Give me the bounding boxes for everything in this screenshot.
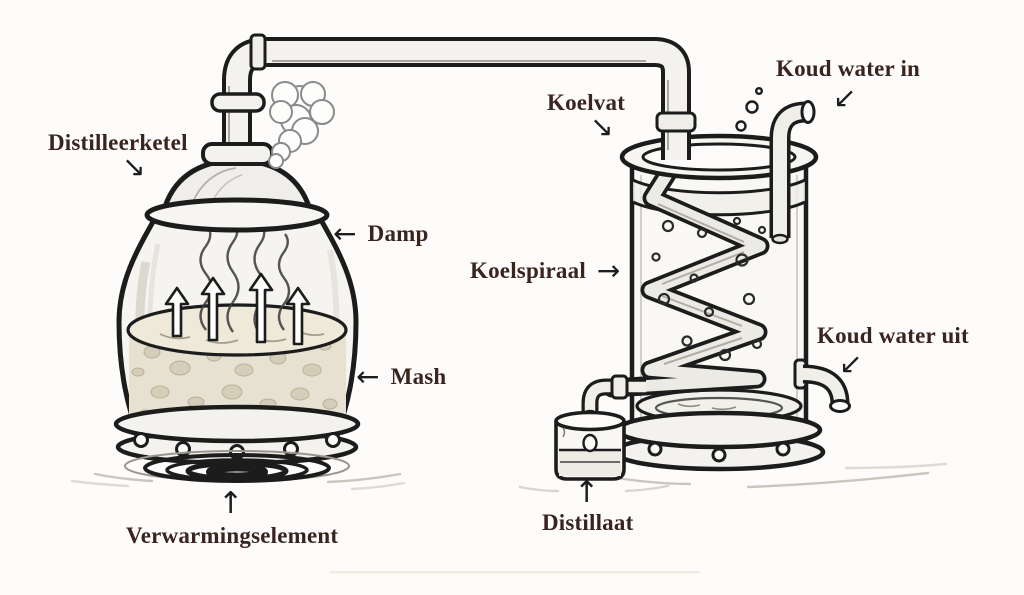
label-koelvat: Koelvat (547, 90, 626, 115)
rivet (647, 441, 663, 457)
mash-text: Mash (390, 363, 447, 389)
koud-water-in-arrow-icon: ↙ (833, 81, 857, 114)
label-distillaat: Distillaat (542, 510, 634, 535)
up-arrow (285, 286, 311, 346)
verwarmingselement-arrow-icon: ↑ (218, 486, 244, 521)
cup-droplet-mark (582, 433, 598, 453)
rivet (325, 432, 341, 448)
rivet (711, 447, 727, 463)
up-arrow (164, 286, 190, 338)
distillaat-arrow-icon: ↑ (574, 475, 600, 510)
kettle-rim (144, 197, 330, 233)
mash-arrow-icon: ← (356, 360, 380, 393)
vessel-base (612, 410, 826, 472)
mash-surface (126, 303, 348, 357)
label-mash: ← Mash (356, 363, 446, 391)
damp-arrow-icon: ← (333, 217, 357, 250)
damp-text: Damp (367, 220, 429, 246)
water-droplets (735, 86, 764, 132)
label-koelspiraal: Koelspiraal → (470, 257, 621, 285)
up-arrow (200, 276, 226, 342)
label-distilleerketel: Distilleerketel (48, 130, 188, 155)
neck-collar (210, 92, 266, 113)
koelvat-arrow-icon: ↘ (590, 110, 614, 143)
distillate-cup (554, 410, 626, 481)
kettle-base (113, 404, 361, 466)
faucet-coupling (610, 374, 629, 400)
label-koud-water-in: Koud water in (776, 56, 921, 81)
label-verwarmingselement: Verwarmingselement (126, 523, 339, 548)
neck-collar (201, 142, 274, 166)
cold-water-outlet-pipe (793, 358, 851, 413)
bubbles (651, 216, 767, 362)
label-koud-water-uit: Koud water uit (817, 323, 969, 348)
steam-cloud (268, 81, 335, 169)
page-faint-line (330, 571, 700, 574)
distilleerketel-arrow-icon: ↘ (122, 150, 146, 183)
heating-ripples (124, 450, 350, 483)
rivet (133, 432, 149, 448)
koelspiraal-arrow-icon: → (596, 254, 621, 287)
pipe-coupling (249, 33, 267, 71)
cold-water-inlet-pipe (735, 86, 816, 245)
pot-still (113, 92, 361, 483)
cooling-vessel (602, 133, 826, 472)
vapor-arrows (164, 272, 311, 346)
koud-water-uit-arrow-icon: ↙ (839, 347, 863, 380)
swan-neck-pipe (222, 33, 697, 176)
pipe-coupling (655, 111, 697, 133)
koelspiraal-text: Koelspiraal (470, 257, 586, 283)
up-arrow (248, 272, 274, 344)
label-damp: ← Damp (333, 220, 429, 248)
rivet (775, 441, 791, 457)
